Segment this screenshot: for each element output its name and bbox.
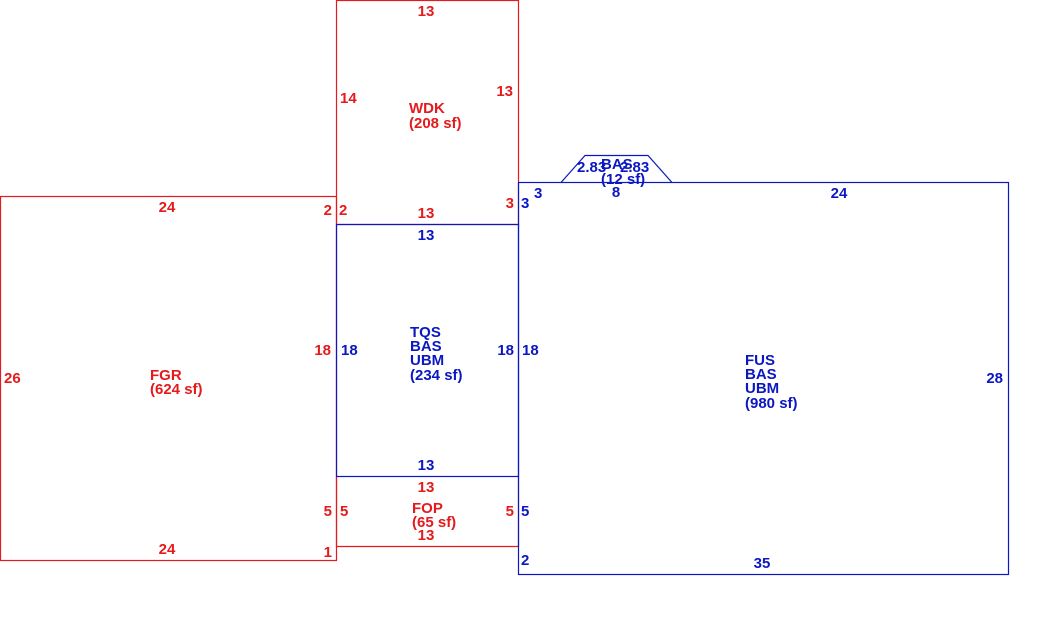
fus-line2-label: BAS [745,366,777,383]
bay-code-label: BAS [601,156,633,173]
bay-side-left: 2.83 [577,159,606,176]
dim-tqs-right: 18 [497,342,514,359]
dim-fus-bottom: 35 [754,555,771,572]
fop-area-label: (65 sf) [412,514,456,531]
dim-fus-top: 24 [831,185,848,202]
bay-area-label: (12 sf) [601,171,645,188]
dim-fus-right: 28 [986,370,1003,387]
bay-outline [560,154,673,183]
fus-outline [517,181,1010,576]
dim-wdk-right-low: 3 [506,195,514,212]
dim-fus-left-top2: 3 [521,195,529,212]
dim-fgr-right: 18 [314,342,331,359]
tqs-line3-label: UBM [410,352,444,369]
dim-wdk-top: 13 [418,3,435,20]
tqs-line2-label: BAS [410,338,442,355]
fgr-area-label: (624 sf) [150,381,203,398]
dim-fgr-bottom: 24 [159,541,176,558]
dim-fgr-right-low: 5 [324,503,332,520]
bay-side-right: 2.83 [620,159,649,176]
dim-fgr-corner: 1 [324,544,332,561]
dim-fop-bottom: 13 [418,527,435,544]
dim-tqs-bottom: 13 [418,457,435,474]
tqs-area-label: (234 sf) [410,367,463,384]
fop-code-label: FOP [412,500,443,517]
dim-tqs-left-top: 2 [339,202,347,219]
dim-fus-bay: 8 [612,184,620,201]
dim-tqs-left: 18 [341,342,358,359]
dim-fus-left-top: 3 [534,185,542,202]
dim-fgr-right-top: 2 [324,202,332,219]
wdk-code-label: WDK [409,100,445,117]
wdk-area-label: (208 sf) [409,115,462,132]
dim-fop-top: 13 [418,479,435,496]
fus-area-label: (980 sf) [745,395,798,412]
fus-line3-label: UBM [745,380,779,397]
tqs-line1-label: TQS [410,324,441,341]
dim-fop-left: 5 [340,503,348,520]
dim-fus-left-bottom: 2 [521,552,529,569]
dim-fus-left: 18 [522,342,539,359]
dim-fus-left-low: 5 [521,503,529,520]
dim-wdk-bottom: 13 [418,205,435,222]
dim-fgr-top: 24 [159,199,176,216]
dim-wdk-right: 13 [496,83,513,100]
fgr-code-label: FGR [150,367,182,384]
dim-wdk-left: 14 [340,90,357,107]
fus-line1-label: FUS [745,352,775,369]
dim-tqs-top: 13 [418,227,435,244]
dim-fgr-left: 26 [4,370,21,387]
dim-fop-right: 5 [506,503,514,520]
